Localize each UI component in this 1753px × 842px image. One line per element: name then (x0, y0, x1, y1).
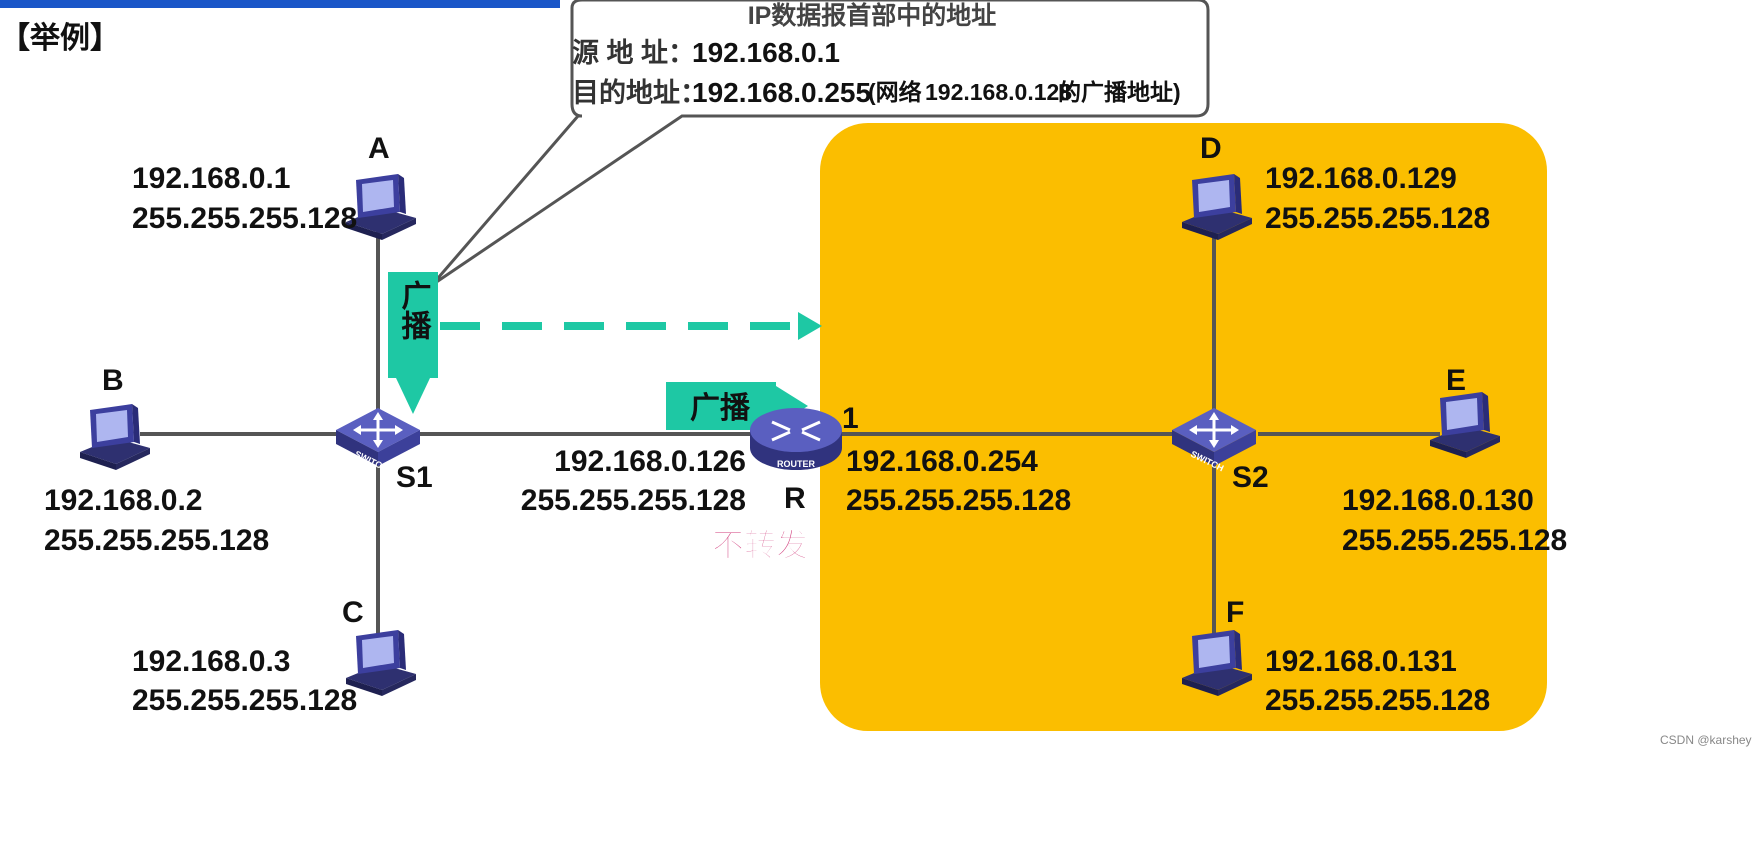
router-label: R (784, 482, 806, 515)
callout-src-value: 192.168.0.1 (692, 37, 840, 68)
host-e-ip: 192.168.0.130 (1342, 484, 1534, 517)
host-f-label: F (1226, 596, 1244, 629)
host-d-mask: 255.255.255.128 (1265, 202, 1490, 235)
switch-s2-label: S2 (1232, 461, 1269, 494)
callout-dst-note-open: (网络 (868, 79, 922, 105)
router-badge: ROUTER (777, 459, 816, 469)
callout-dst-value: 192.168.0.255 (692, 77, 871, 108)
host-e-mask: 255.255.255.128 (1342, 524, 1567, 557)
host-e-label: E (1446, 364, 1466, 397)
broadcast-horizontal-label: 广播 (690, 392, 751, 425)
host-c-ip: 192.168.0.3 (132, 645, 290, 678)
host-b-label: B (102, 364, 124, 397)
host-c-label: C (342, 596, 364, 629)
host-b-mask: 255.255.255.128 (44, 524, 269, 557)
callout-dst-key: 目的地址： (572, 77, 707, 108)
host-a-ip: 192.168.0.1 (132, 162, 290, 195)
router-port-label: 1 (842, 402, 859, 435)
host-b-ip: 192.168.0.2 (44, 484, 202, 517)
host-a-label: A (368, 132, 390, 165)
host-f-mask: 255.255.255.128 (1265, 684, 1490, 717)
callout-src-key: 源 地 址： (572, 38, 695, 68)
callout-dst-note-net: 192.168.0.128 (925, 79, 1072, 105)
router-left-mask: 255.255.255.128 (521, 484, 746, 517)
broadcast-vertical-box (388, 272, 438, 378)
host-d-label: D (1200, 132, 1222, 165)
switch-s1-label: S1 (396, 461, 433, 494)
callout-bubble (430, 0, 1210, 287)
broadcast-vertical-tag: 广播 (388, 272, 438, 414)
router-left-ip: 192.168.0.126 (554, 445, 746, 478)
host-a-mask: 255.255.255.128 (132, 202, 357, 235)
heading-banner (0, 0, 560, 8)
switch-s1-icon (334, 406, 422, 468)
not-forward-label: 不转发 (712, 527, 808, 563)
watermark: CSDN @karshey (1660, 733, 1752, 747)
host-c-mask: 255.255.255.128 (132, 684, 357, 717)
host-f-ip: 192.168.0.131 (1265, 645, 1457, 678)
router-r-icon: ROUTER (750, 408, 842, 470)
broadcast-dashed-arrowhead (798, 312, 822, 340)
host-b-icon (80, 404, 150, 470)
callout-title: IP数据报首部中的地址 (748, 1, 997, 30)
router-right-ip: 192.168.0.254 (846, 445, 1038, 478)
example-label: 【举例】 (0, 21, 120, 55)
broadcast-down-arrow (396, 378, 430, 414)
host-d-ip: 192.168.0.129 (1265, 162, 1457, 195)
router-right-mask: 255.255.255.128 (846, 484, 1071, 517)
broadcast-vertical-label: 广播 (397, 280, 432, 340)
links (140, 230, 1440, 640)
callout-dst-note-close: 的广播地址) (1058, 79, 1181, 105)
